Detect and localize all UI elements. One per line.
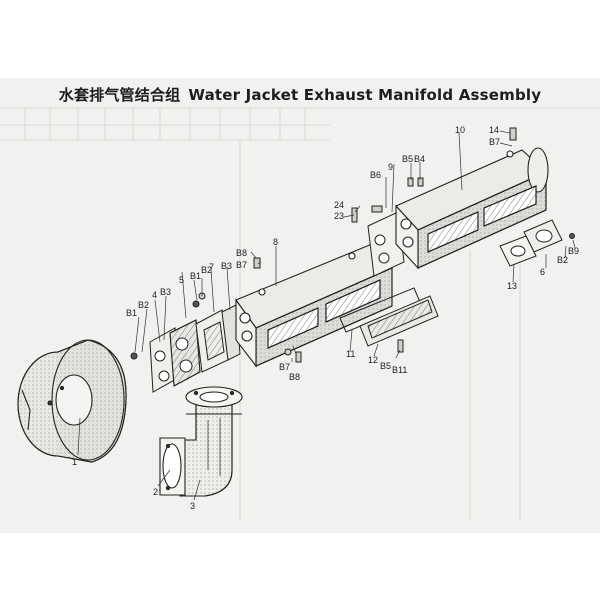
title-chinese: 水套排气管结合组 [58, 86, 181, 104]
callout-b8-top: B8 [236, 248, 248, 258]
callout-b1-left: B1 [126, 308, 138, 318]
callout-b2-left: B2 [138, 300, 150, 310]
callout-b5-top: B5 [402, 154, 414, 164]
callout-11: 11 [346, 349, 356, 359]
callout-b5-bottom: B5 [380, 361, 392, 371]
callout-b7-right: B7 [489, 137, 501, 147]
callout-8: 8 [273, 237, 279, 247]
callout-14: 14 [489, 125, 500, 135]
callout-9: 9 [388, 162, 394, 172]
callout-10: 10 [455, 125, 466, 135]
bolts-and-fittings [198, 127, 517, 363]
callout-b7-top: B7 [236, 260, 248, 270]
callout-b3-mid: B3 [221, 261, 233, 271]
callout-7: 7 [209, 262, 215, 272]
callout-b2-mid: B2 [201, 265, 213, 275]
callout-b8-bottom: B8 [289, 372, 301, 382]
callout-b4: B4 [414, 154, 426, 164]
callout-24: 24 [334, 200, 345, 210]
leader-lines [77, 130, 576, 501]
callout-5: 5 [179, 275, 185, 285]
callout-b7-bottom: B7 [279, 362, 291, 372]
callout-2: 2 [153, 487, 159, 497]
diagram-title: 水套排气管结合组 Water Jacket Exhaust Manifold As… [0, 84, 600, 105]
callout-3: 3 [190, 501, 196, 511]
parts-6-13-outlet-flanges [499, 219, 575, 267]
parts-9-11-12-gaskets [339, 211, 439, 347]
callout-6: 6 [540, 267, 546, 277]
part-2-3-elbow-pipe [159, 386, 243, 497]
callout-b11: B11 [392, 365, 408, 375]
title-english: Water Jacket Exhaust Manifold Assembly [188, 86, 542, 104]
callout-12: 12 [368, 355, 379, 365]
part-8-left-manifold [235, 243, 393, 368]
callout-b2-right: B2 [557, 255, 569, 265]
callout-23: 23 [334, 211, 345, 221]
part-1-shield-ring [17, 339, 127, 463]
background-table-grid [0, 107, 600, 520]
callout-b3-left: B3 [160, 287, 172, 297]
callout-b6: B6 [370, 170, 382, 180]
callout-13: 13 [507, 281, 518, 291]
callout-4: 4 [152, 290, 158, 300]
callout-b1-mid: B1 [190, 271, 202, 281]
part-10-right-manifold [395, 147, 549, 270]
callout-1: 1 [72, 457, 78, 467]
callout-b9: B9 [568, 246, 580, 256]
